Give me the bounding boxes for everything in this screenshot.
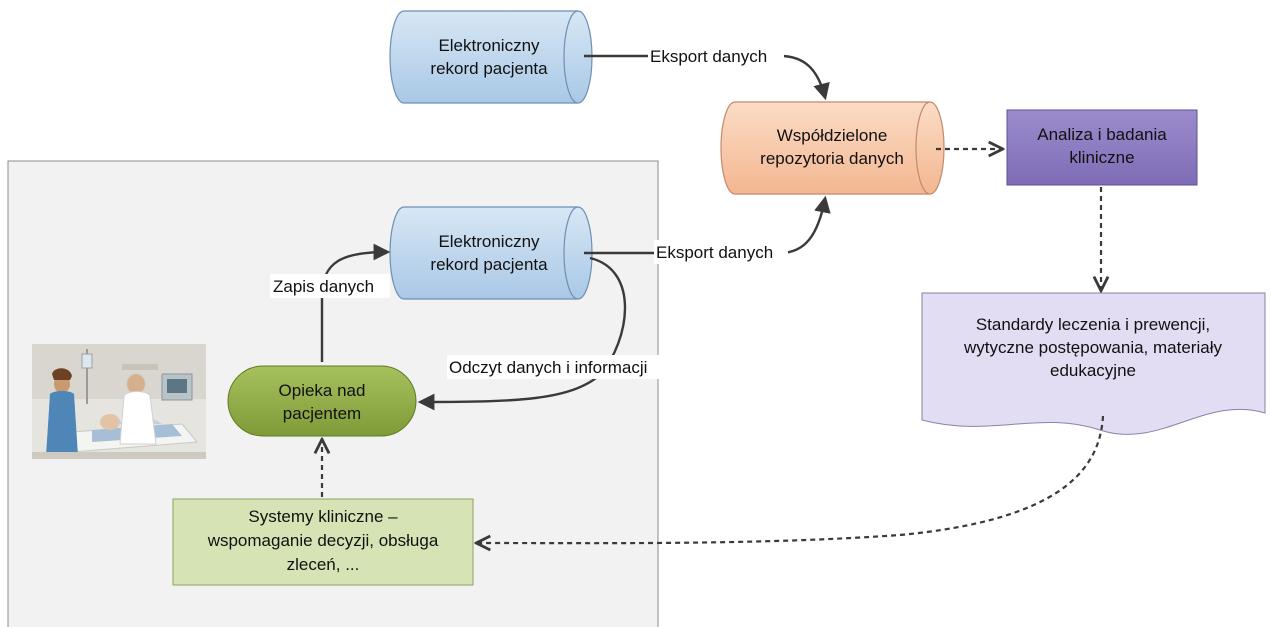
- hospital-photo: [32, 344, 206, 459]
- clinical-systems-box: Systemy kliniczne – wspomaganie decyzji,…: [172, 498, 474, 586]
- standards-line1: Standardy leczenia i prewencji,: [976, 315, 1210, 334]
- analysis-box: Analiza i badania kliniczne: [1006, 109, 1198, 186]
- hospital-scene-image: [32, 344, 206, 459]
- analysis-line1: Analiza i badania: [1037, 125, 1167, 144]
- edge-export-inner-label-bg: [654, 240, 788, 264]
- ehr-inner-cylinder: Elektroniczny rekord pacjenta: [389, 206, 593, 300]
- edge-export-inner-label: Eksport danych: [656, 243, 773, 262]
- edge-write-label-bg: [270, 274, 390, 298]
- systems-line2: wspomaganie decyzji, obsługa: [207, 531, 439, 550]
- shared-repo-cylinder: Współdzielone repozytoria danych: [720, 101, 945, 195]
- systems-line1: Systemy kliniczne –: [248, 507, 398, 526]
- standards-line3: edukacyjne: [1050, 361, 1136, 380]
- ehr-top-line1: Elektroniczny: [438, 36, 540, 55]
- edge-read-label-bg: [447, 355, 681, 379]
- care-line2: pacjentem: [283, 404, 361, 423]
- ehr-top-line2: rekord pacjenta: [430, 59, 548, 78]
- patient-care-node: Opieka nad pacjentem: [227, 365, 417, 437]
- standards-line2: wytyczne postępowania, materiały: [963, 338, 1222, 357]
- standards-document: Standardy leczenia i prewencji, wytyczne…: [921, 292, 1266, 435]
- ehr-inner-line2: rekord pacjenta: [430, 255, 548, 274]
- analysis-line2: kliniczne: [1069, 148, 1134, 167]
- ehr-inner-line1: Elektroniczny: [438, 232, 540, 251]
- edge-write-label: Zapis danych: [273, 277, 374, 296]
- edge-export-top-label-bg: [648, 44, 784, 68]
- edge-read-label: Odczyt danych i informacji: [449, 358, 647, 377]
- systems-line3: zleceń, ...: [287, 555, 360, 574]
- shared-repo-line2: repozytoria danych: [760, 149, 904, 168]
- ehr-top-cylinder: Elektroniczny rekord pacjenta: [389, 10, 593, 104]
- care-line1: Opieka nad: [279, 381, 366, 400]
- edge-export-top-label: Eksport danych: [650, 47, 767, 66]
- shared-repo-line1: Współdzielone: [777, 126, 888, 145]
